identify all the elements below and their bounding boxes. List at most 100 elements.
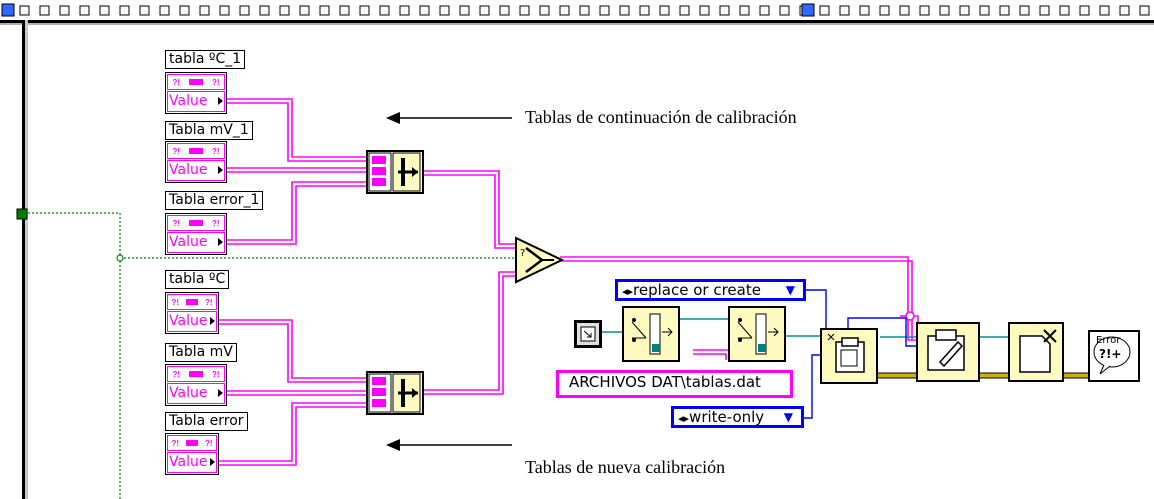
frame-tick	[1099, 5, 1110, 16]
frame-tick	[959, 5, 970, 16]
frame-tick	[239, 5, 250, 16]
frame-tick	[279, 5, 290, 16]
frame-tick	[519, 5, 530, 16]
frame-tick	[99, 5, 110, 16]
frame-tick	[979, 5, 990, 16]
frame-tick	[1079, 5, 1090, 16]
frame-tick	[839, 5, 850, 16]
enum-arrows-icon: ◂▸	[678, 412, 690, 425]
frame-tick	[699, 5, 710, 16]
frame-tick	[999, 5, 1010, 16]
array-control[interactable]: ?!?! Value	[165, 213, 227, 255]
frame-tick	[1139, 5, 1150, 16]
frame-tick	[819, 5, 830, 16]
array-label: Tabla error_1	[165, 191, 264, 210]
frame-tick	[1019, 5, 1030, 16]
frame-tick	[159, 5, 170, 16]
frame-marker	[801, 3, 815, 17]
wire-junction	[116, 254, 124, 262]
chevron-down-icon: ▼	[785, 283, 795, 297]
frame-tick	[899, 5, 910, 16]
svg-text:?: ?	[520, 248, 525, 259]
annotation-bottom: Tablas de nueva calibración	[525, 457, 726, 477]
frame-tick	[619, 5, 630, 16]
frame-tick	[79, 5, 90, 16]
open-file-icon[interactable]	[820, 328, 878, 384]
array-control[interactable]: ?!?! Value	[165, 364, 227, 406]
frame-tick	[719, 5, 730, 16]
array-control[interactable]: ?!?! Value	[165, 433, 219, 475]
boolean-wire	[28, 212, 520, 499]
frame-tick	[939, 5, 950, 16]
select-icon[interactable]: ?	[514, 236, 564, 286]
path-constant-icon	[574, 320, 602, 348]
array-label: Tabla mV_1	[165, 121, 253, 140]
frame-tick	[759, 5, 770, 16]
frame-tick	[139, 5, 150, 16]
frame-tick	[399, 5, 410, 16]
frame-tick	[859, 5, 870, 16]
frame-tick	[1039, 5, 1050, 16]
value-label: Value	[169, 162, 208, 178]
frame-tick	[379, 5, 390, 16]
enum-arrows-icon: ◂▸	[622, 285, 634, 298]
frame-tick	[19, 5, 30, 16]
build-array-icon[interactable]	[366, 371, 424, 415]
frame-tick	[359, 5, 370, 16]
value-label: Value	[169, 313, 208, 329]
frame-tick	[439, 5, 450, 16]
frame-tick	[739, 5, 750, 16]
frame-tick	[579, 5, 590, 16]
frame-marker	[1, 3, 15, 17]
frame-tick	[1059, 5, 1070, 16]
annotation-top: Tablas de continuación de calibración	[525, 107, 797, 127]
access-enum[interactable]: ◂▸write-only ▼	[671, 406, 804, 428]
frame-tick	[479, 5, 490, 16]
frame-tick	[459, 5, 470, 16]
diagram-frame-top	[0, 0, 1154, 26]
value-label: Value	[169, 93, 208, 109]
annotation-arrow-bottom	[386, 439, 512, 451]
case-selector-terminal	[16, 208, 28, 220]
frame-tick	[679, 5, 690, 16]
error-handler-label: Error	[1096, 335, 1121, 346]
frame-tick	[879, 5, 890, 16]
frame-tick	[319, 5, 330, 16]
frame-tick	[599, 5, 610, 16]
frame-tick	[659, 5, 670, 16]
frame-tick	[59, 5, 70, 16]
frame-tick	[219, 5, 230, 16]
build-path-icon[interactable]	[728, 306, 786, 362]
frame-tick	[419, 5, 430, 16]
frame-tick	[1119, 5, 1130, 16]
frame-tick	[779, 5, 790, 16]
error-handler-icon[interactable]: Error ?!+	[1088, 330, 1140, 382]
value-label: Value	[169, 454, 208, 470]
frame-tick	[299, 5, 310, 16]
array-label: tabla ºC_1	[165, 50, 246, 69]
build-array-icon[interactable]	[366, 150, 424, 194]
close-file-icon[interactable]	[1008, 322, 1064, 382]
frame-tick	[919, 5, 930, 16]
frame-tick	[259, 5, 270, 16]
diagram-frame-left	[22, 20, 28, 499]
error-handler-symbol: ?!+	[1099, 347, 1122, 361]
access-enum-value: write-only	[689, 408, 765, 426]
mode-enum[interactable]: ◂▸replace or create ▼	[615, 279, 806, 301]
mode-enum-value: replace or create	[633, 281, 761, 299]
array-label: Tabla mV	[165, 343, 237, 362]
array-control[interactable]: ?!?! Value	[165, 292, 219, 334]
value-label: Value	[169, 234, 208, 250]
value-label: Value	[169, 385, 208, 401]
build-path-icon[interactable]	[622, 306, 680, 362]
frame-tick	[339, 5, 350, 16]
path-string-constant[interactable]: ARCHIVOS DAT\tablas.dat	[556, 370, 793, 398]
array-control[interactable]: ?!?! Value	[165, 141, 227, 183]
array-label: tabla ºC	[165, 270, 230, 289]
frame-tick	[539, 5, 550, 16]
annotation-arrow-top	[386, 112, 512, 124]
write-file-icon[interactable]	[916, 322, 980, 382]
array-control[interactable]: ?!?! Value	[165, 72, 227, 114]
frame-tick	[639, 5, 650, 16]
frame-tick	[179, 5, 190, 16]
